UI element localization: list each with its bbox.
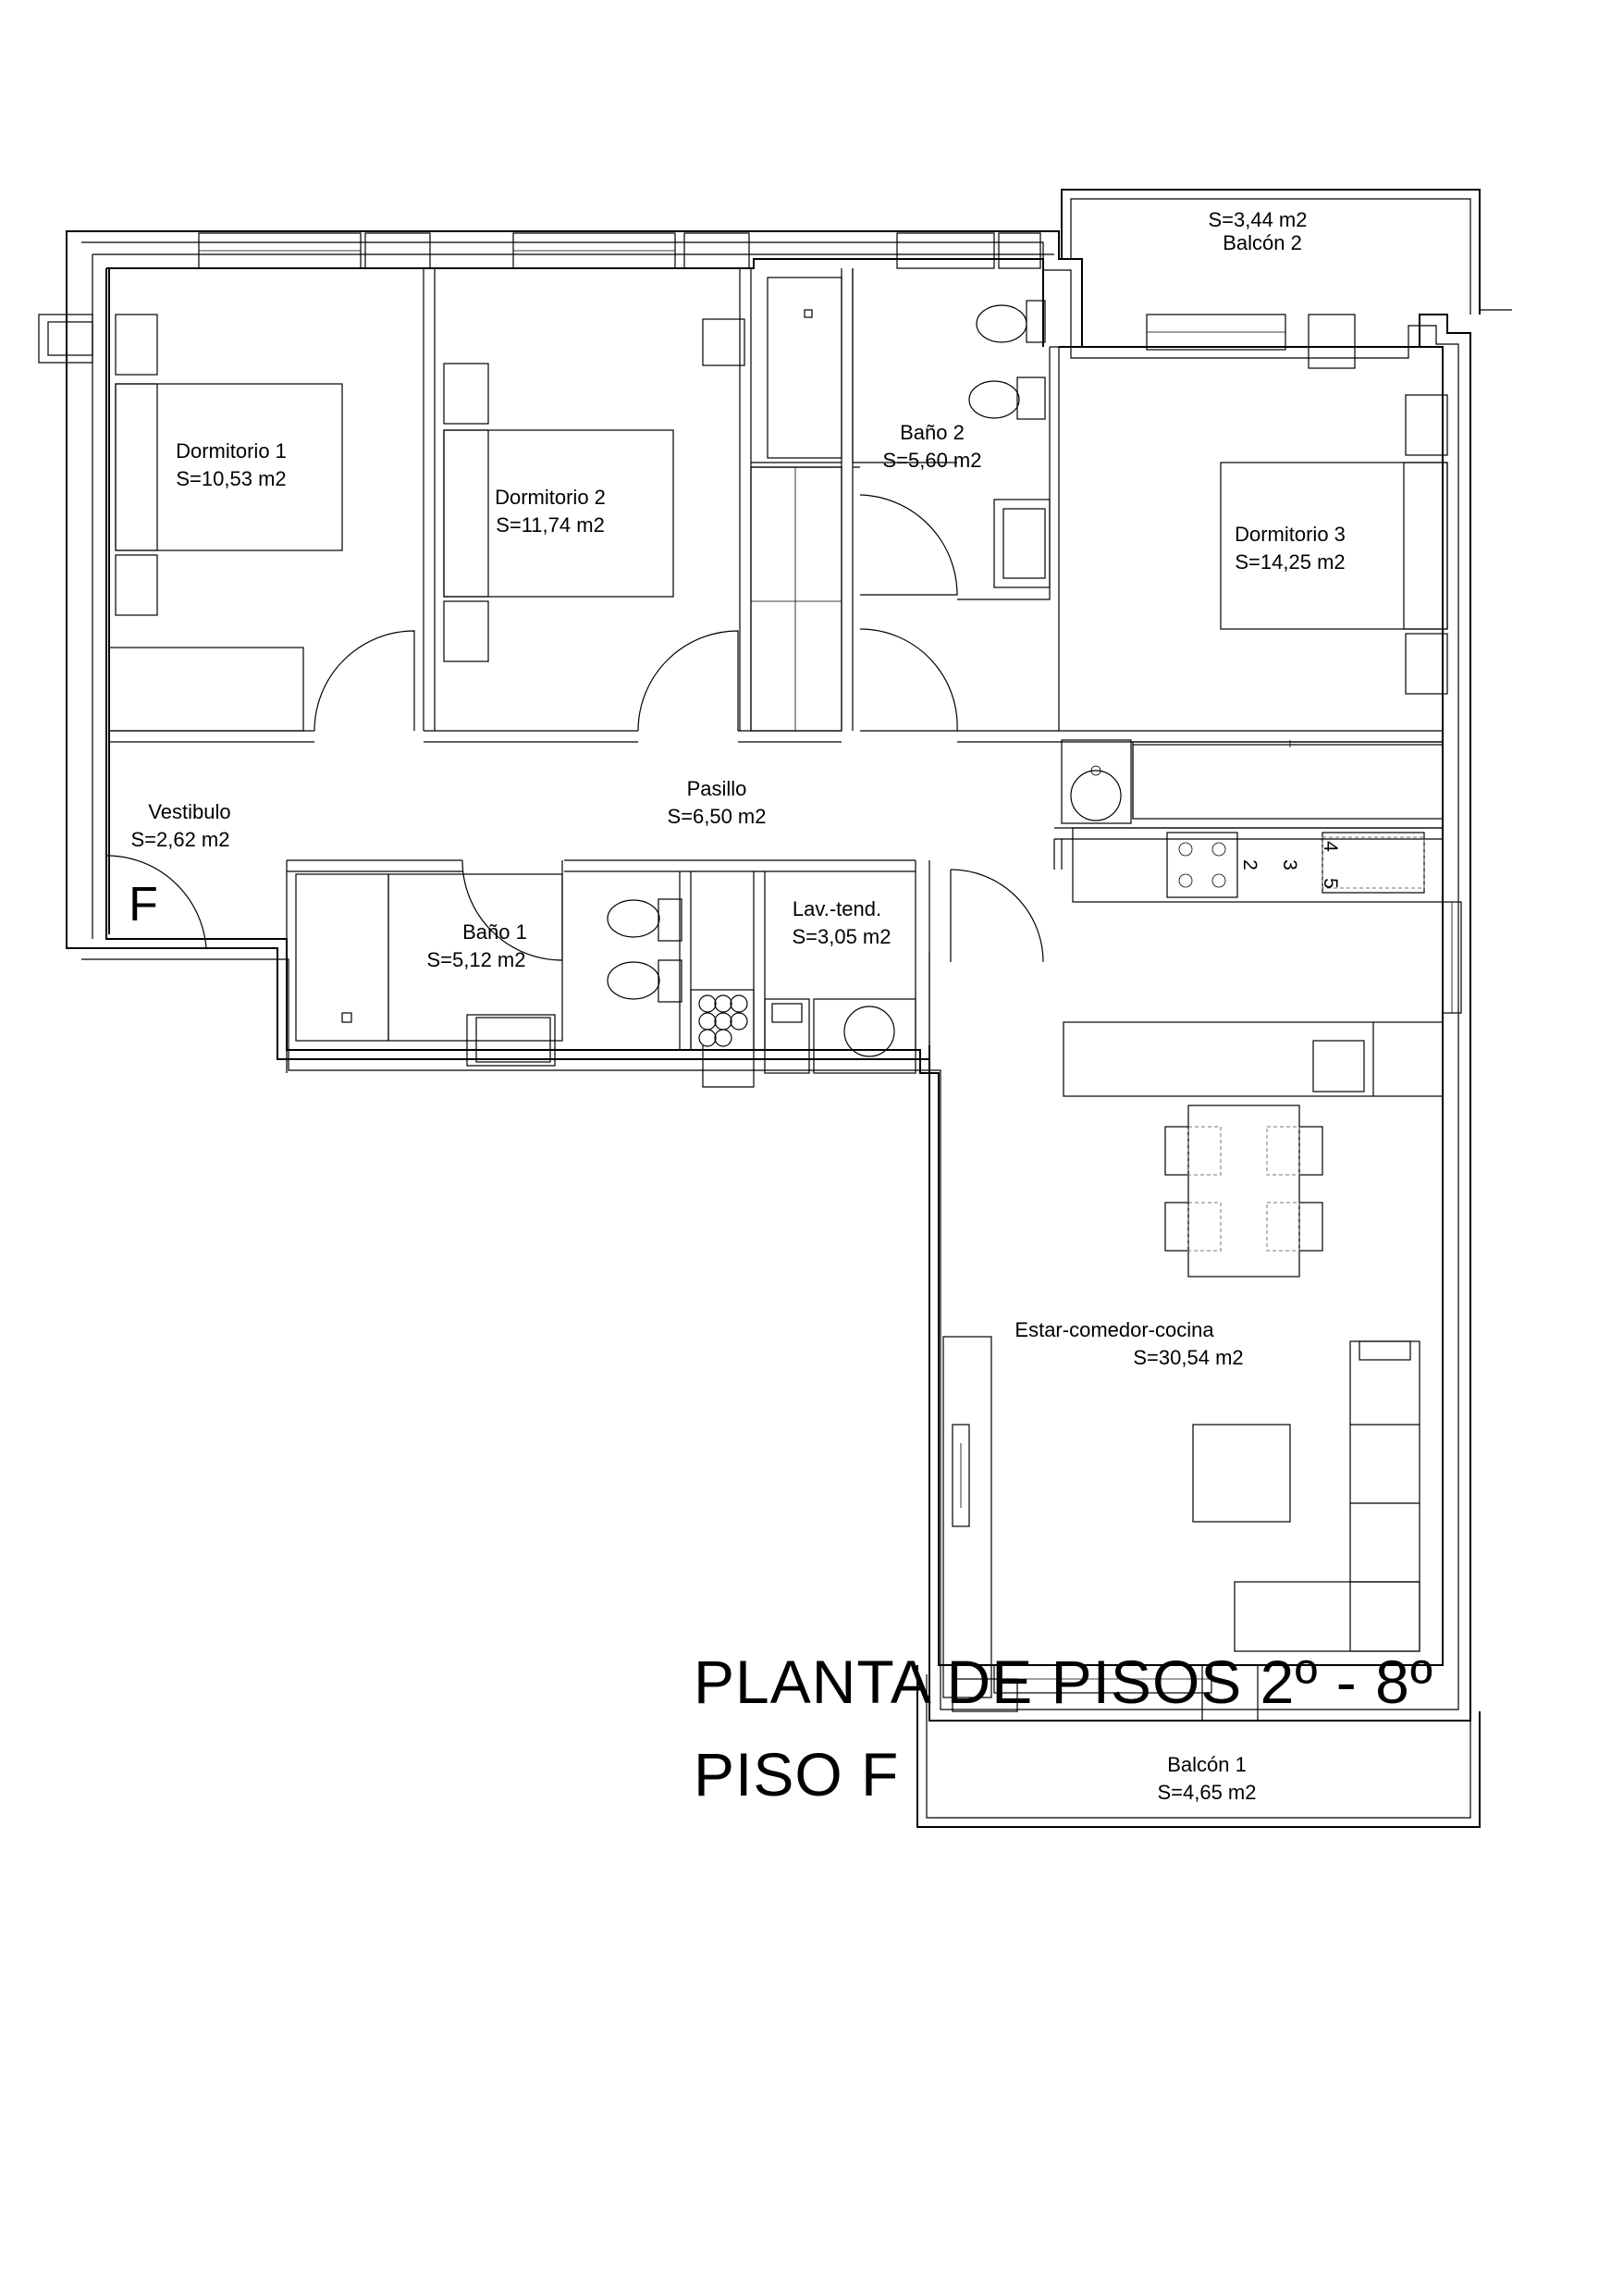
partition-walls bbox=[109, 268, 1462, 1088]
room-name-dormitorio-2: Dormitorio 2 bbox=[495, 486, 606, 509]
cooktop-mark-5: 5 bbox=[1320, 878, 1341, 889]
balcony-1-outline bbox=[916, 1664, 1481, 1828]
room-area-lav-tend: S=3,05 m2 bbox=[792, 925, 891, 948]
cooktop-mark-3: 3 bbox=[1279, 859, 1300, 870]
cooktop-mark-2: 2 bbox=[1239, 859, 1260, 870]
dining-table bbox=[1164, 1105, 1323, 1278]
lav-tend-fixtures bbox=[690, 989, 916, 1074]
bano-2-fixtures bbox=[767, 277, 1051, 588]
plan-subtitle: PISO F bbox=[694, 1740, 900, 1808]
room-name-dormitorio-1: Dormitorio 1 bbox=[176, 439, 287, 463]
doors bbox=[105, 494, 1044, 963]
left-wall-details bbox=[38, 314, 93, 364]
room-area-dormitorio-1: S=10,53 m2 bbox=[176, 467, 286, 490]
room-area-dormitorio-3: S=14,25 m2 bbox=[1235, 550, 1345, 574]
room-name-pasillo: Pasillo bbox=[687, 777, 747, 800]
room-name-balcon-1: Balcón 1 bbox=[1167, 1753, 1247, 1776]
room-area-estar-comedor-cocina: S=30,54 m2 bbox=[1133, 1346, 1243, 1369]
room-area-bano-2: S=5,60 m2 bbox=[882, 449, 981, 472]
room-name-dormitorio-3: Dormitorio 3 bbox=[1235, 523, 1346, 546]
living-furniture bbox=[942, 1336, 1420, 1698]
room-area-balcon-1: S=4,65 m2 bbox=[1157, 1781, 1256, 1804]
room-area-pasillo: S=6,50 m2 bbox=[667, 805, 766, 828]
room-area-vestibulo: S=2,62 m2 bbox=[130, 828, 229, 851]
kitchen-fixtures bbox=[1061, 739, 1444, 1097]
room-labels: Dormitorio 1 S=10,53 m2 Dormitorio 2 S=1… bbox=[129, 208, 1346, 1804]
room-name-lav-tend: Lav.-tend. bbox=[793, 897, 881, 920]
room-name-estar-comedor-cocina: Estar-comedor-cocina bbox=[1014, 1318, 1214, 1341]
balcony-2-outline bbox=[1061, 189, 1512, 315]
room-area-bano-1: S=5,12 m2 bbox=[426, 948, 525, 971]
dormitorio-1-furniture bbox=[108, 314, 343, 732]
cooktop-mark-4: 4 bbox=[1320, 841, 1341, 852]
room-name-vestibulo: Vestibulo bbox=[148, 800, 230, 823]
room-area-balcon-2: S=3,44 m2 bbox=[1208, 208, 1307, 231]
entrance-letter: F bbox=[129, 878, 158, 932]
room-area-dormitorio-2: S=11,74 m2 bbox=[496, 513, 605, 537]
room-name-balcon-2: Balcón 2 bbox=[1223, 231, 1302, 254]
room-name-bano-2: Baño 2 bbox=[900, 421, 965, 444]
dormitorio-2-furniture bbox=[443, 318, 745, 662]
room-name-bano-1: Baño 1 bbox=[462, 920, 527, 944]
dormitorio-3-furniture bbox=[1132, 394, 1448, 820]
top-windows bbox=[198, 232, 1356, 369]
plan-title: PLANTA DE PISOS 2º - 8º bbox=[694, 1648, 1433, 1716]
